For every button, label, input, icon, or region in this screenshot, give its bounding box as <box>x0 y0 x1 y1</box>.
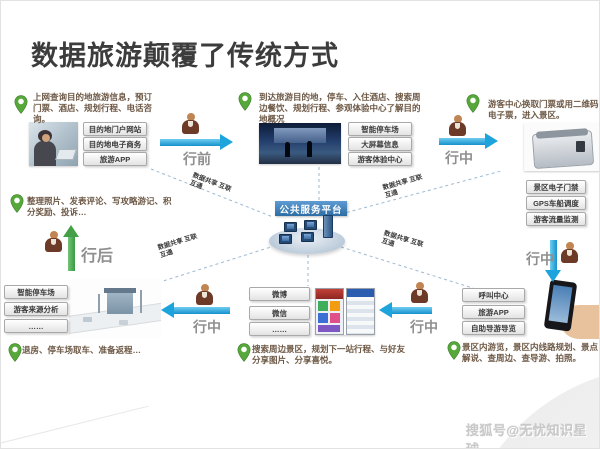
enter-scenic-note: 游客中心换取门票或用二维码电子票，进入景区。 <box>488 99 599 121</box>
stage-label-pre-trip: 行前 <box>183 151 211 167</box>
button-smart-parking: 智能停车场 <box>348 122 412 136</box>
stage-label-during-4: 行中 <box>193 319 221 335</box>
button-destination-ecommerce: 目的地电子商务 <box>83 137 147 151</box>
computer-icon <box>279 234 292 244</box>
location-pin-icon <box>8 343 22 362</box>
button-escenic-access: 景区电子门禁 <box>526 180 586 194</box>
location-pin-icon <box>447 341 461 360</box>
stage-label-during-2: 行中 <box>526 251 554 267</box>
arrow-left-during-trip-2 <box>161 302 230 318</box>
button-more-dots: …… <box>249 322 310 336</box>
computer-icon <box>301 232 314 242</box>
watermark: 搜狐号@无忧知识星球 <box>466 423 588 448</box>
slide-title: 数据旅游颠覆了传统方式 <box>31 41 339 71</box>
departure-note: 退房、停车场取车、准备返程… <box>22 345 142 355</box>
photo-app-screenshots <box>315 288 375 335</box>
location-pin-icon <box>237 343 251 362</box>
tourist-icon <box>182 113 199 134</box>
stage-label-post-trip: 行后 <box>81 248 114 265</box>
button-visitor-source-analysis: 游客来源分析 <box>4 302 68 316</box>
arrow-up-post-trip <box>63 225 79 271</box>
button-visitor-flow-monitor: 游客流量监测 <box>526 212 586 226</box>
location-pin-icon <box>466 94 480 113</box>
photo-hand-holding-phone <box>536 279 599 339</box>
button-travel-app: 旅游APP <box>83 152 147 166</box>
button-gps-dispatch: GPS车船调度 <box>526 196 586 210</box>
stage-label-during-3: 行中 <box>410 319 438 335</box>
tourist-icon <box>196 284 213 305</box>
computer-icon <box>304 220 317 230</box>
location-pin-icon <box>238 92 252 111</box>
arrow-right-pre-trip <box>160 134 233 150</box>
location-pin-icon <box>10 194 24 213</box>
server-tower-icon <box>323 215 333 238</box>
photo-visitor-experience-center <box>259 123 341 164</box>
button-wechat: 微信 <box>249 306 310 320</box>
arrival-note: 到达旅游目的地，停车、入住酒店、搜索周边餐饮、规划行程、参观体验中心了解目的地概… <box>259 92 421 125</box>
button-smart-parking-2: 智能停车场 <box>4 285 68 299</box>
tourist-icon <box>561 242 578 263</box>
arrow-down-during-trip <box>545 240 561 282</box>
button-destination-portal: 目的地门户网站 <box>83 122 147 136</box>
location-pin-icon <box>14 95 28 114</box>
post-trip-note: 整理照片、发表评论、写攻略游记、积分奖励、投诉… <box>27 196 172 218</box>
tourist-icon <box>45 231 62 252</box>
computer-icon <box>284 222 297 232</box>
button-self-guide: 自助导游导览 <box>462 321 525 335</box>
illustration-parking-lot <box>69 279 161 339</box>
pre-trip-note: 上网查询目的地旅游信息，预订门票、酒店、规划行程、电话咨询。 <box>33 92 153 125</box>
public-service-platform-label: 公共服务平台 <box>275 201 347 216</box>
button-travel-app-2: 旅游APP <box>462 305 525 319</box>
button-weibo: 微博 <box>249 287 310 301</box>
stage-label-during-1: 行中 <box>445 150 473 166</box>
arrow-right-during-trip <box>439 133 498 149</box>
button-call-center: 呼叫中心 <box>462 288 525 302</box>
button-more-dots-2: …… <box>4 319 68 333</box>
in-scenic-note: 景区内游览，景区内线路规划、景点解说、查周边、查导游、拍照。 <box>462 342 599 364</box>
tourist-icon <box>449 115 466 136</box>
photo-ticket-turnstile-gate <box>524 123 599 171</box>
arrow-left-during-trip-1 <box>379 302 432 318</box>
button-visitor-center: 游客体验中心 <box>348 152 412 166</box>
button-big-screen-info: 大屏幕信息 <box>348 137 412 151</box>
share-note: 搜索周边景区，规划下一站行程、与好友分享图片、分享喜悦。 <box>252 344 406 366</box>
photo-woman-at-computer <box>29 122 78 166</box>
tourist-icon <box>411 282 428 303</box>
